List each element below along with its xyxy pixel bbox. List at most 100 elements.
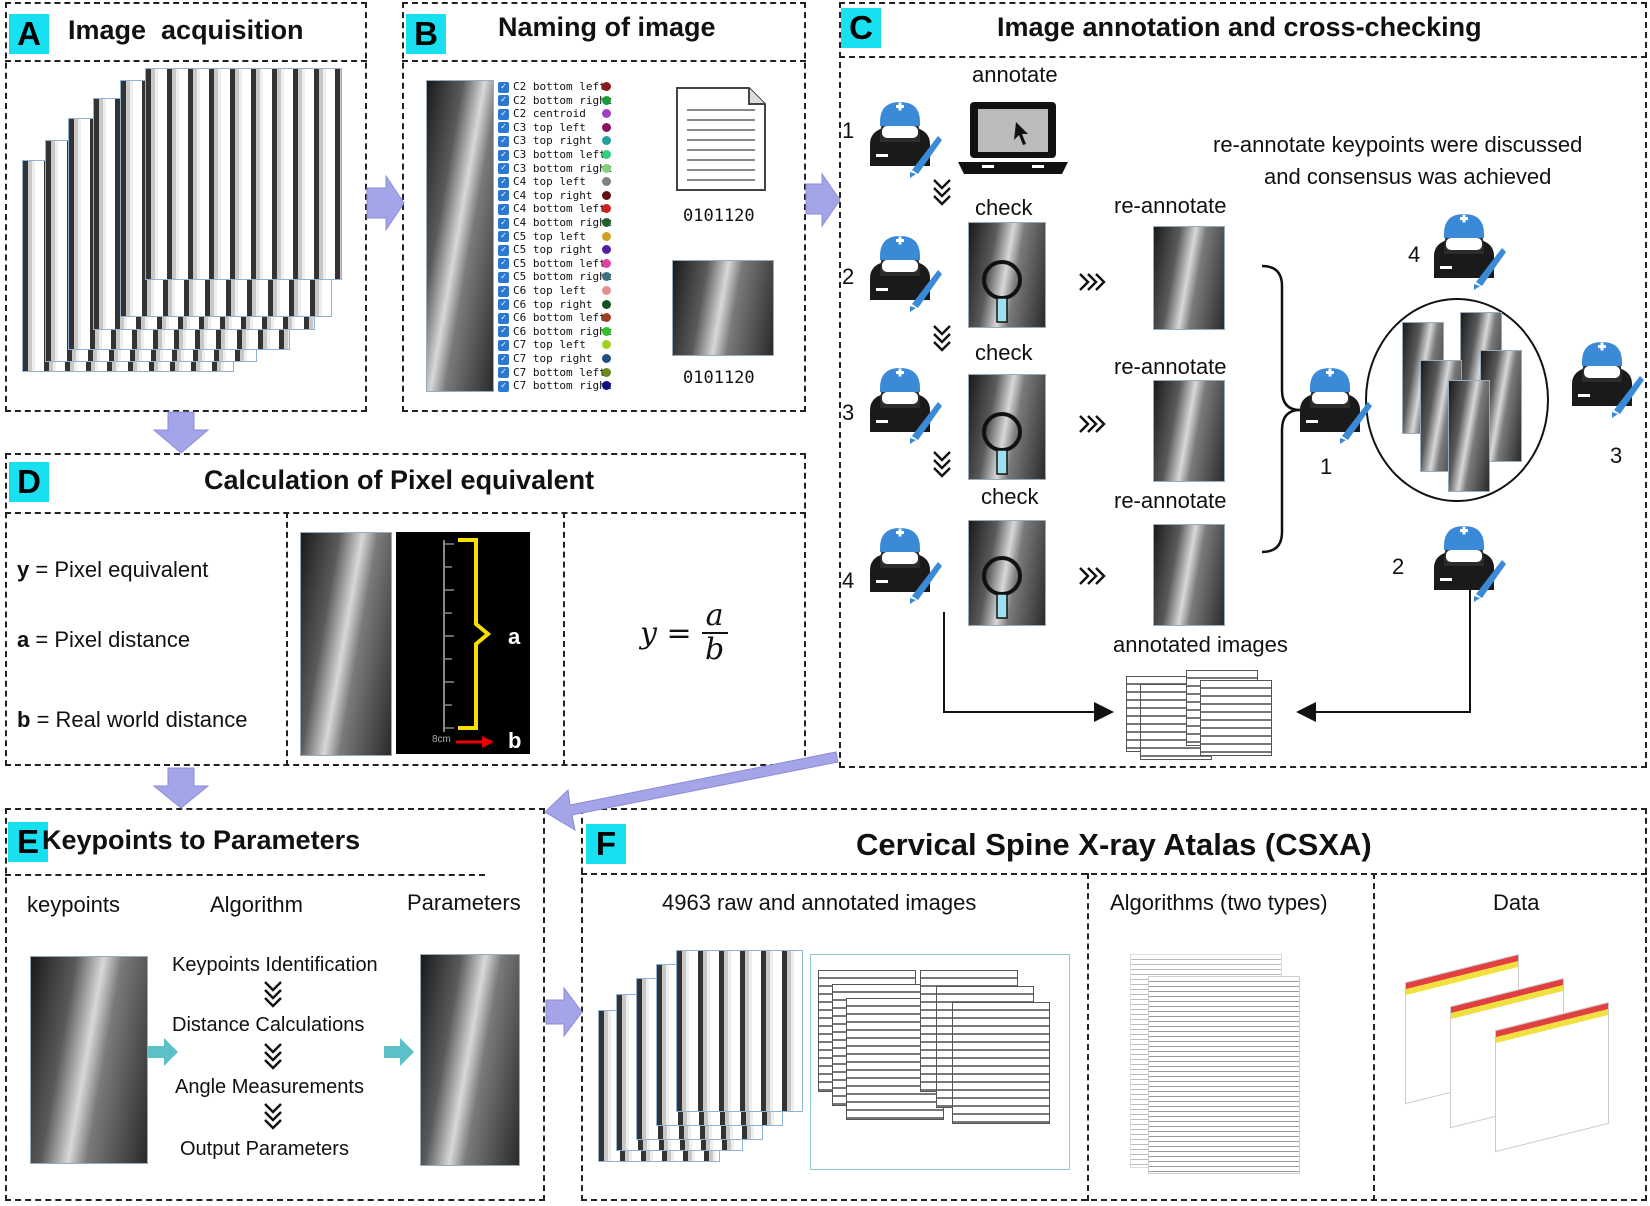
keypoint-color-dot (602, 122, 611, 132)
checkbox-icon[interactable]: ✓ (498, 326, 509, 338)
annotate-label: annotate (972, 62, 1058, 87)
document-file-name: 0101120 (683, 206, 755, 226)
checkbox-icon[interactable]: ✓ (498, 258, 509, 270)
checkbox-icon[interactable]: ✓ (498, 367, 509, 379)
keypoint-label: ✓ C7 top right (498, 352, 611, 366)
keypoint-color-dot (602, 95, 611, 105)
checkbox-icon[interactable]: ✓ (498, 190, 509, 202)
panel-d-divider-2 (563, 512, 565, 766)
keypoint-name: C4 top right (513, 188, 593, 202)
algorithm-step-2: Distance Calculations (172, 1014, 365, 1036)
keypoint-label: ✓ C5 bottom right (498, 270, 612, 284)
y-definition: y = Pixel equivalent (17, 557, 209, 582)
circle-number-3: 3 (1610, 443, 1623, 468)
check-label-1: check (975, 195, 1033, 220)
keypoint-color-dot (602, 218, 611, 227)
ruler-label-b: b (508, 728, 522, 753)
re-annotate-label-2: re-annotate (1114, 354, 1227, 379)
panel-c-letter: C (841, 8, 881, 48)
checkbox-icon[interactable]: ✓ (498, 135, 509, 147)
keypoint-label: ✓C4 bottom left (498, 202, 611, 216)
keypoint-name: C3 bottom left (513, 148, 606, 161)
keypoint-name: C7 bottom left (513, 365, 606, 379)
keypoint-color-dot (602, 245, 611, 255)
circle-number-2: 2 (1392, 554, 1405, 579)
keypoint-name: C6 top left (513, 284, 586, 297)
checkbox-icon[interactable]: ✓ (498, 81, 509, 93)
ruler-unit-label: 8cm (432, 734, 451, 745)
checkbox-icon[interactable]: ✓ (498, 299, 509, 311)
panel-e-title: Keypoints to Parameters (42, 825, 361, 855)
panel-naming-of-image (402, 2, 806, 412)
keypoint-name: C5 bottom right (513, 270, 613, 284)
checkbox-icon[interactable]: ✓ (498, 285, 509, 297)
keypoint-label: ✓ C5 top left (498, 229, 611, 244)
checkbox-icon[interactable]: ✓ (498, 353, 509, 365)
panel-e-letter: E (8, 822, 48, 862)
consensus-line-1: re-annotate keypoints were discussed (1213, 132, 1583, 157)
keypoint-label: ✓C3 top right (498, 134, 611, 148)
keypoint-name: C7 top left (513, 338, 586, 352)
f-subtitle-images: 4963 raw and annotated images (662, 890, 977, 915)
checkbox-icon[interactable]: ✓ (498, 203, 509, 215)
re-annotate-label-1: re-annotate (1114, 193, 1227, 218)
keypoint-name: C5 top left (513, 229, 586, 243)
keypoint-label: ✓ C7 top left (498, 338, 611, 352)
panel-e-header-divider (5, 874, 485, 876)
keypoint-color-dot (602, 163, 611, 173)
consensus-line-2: and consensus was achieved (1264, 164, 1552, 189)
panel-b-title: Naming of image (498, 12, 716, 42)
annotated-images-label: annotated images (1113, 632, 1288, 657)
check-label-3: check (981, 484, 1039, 509)
panel-b-header-divider (402, 60, 806, 62)
keypoint-label: ✓C5 bottom left (498, 257, 611, 271)
checkbox-icon[interactable]: ✓ (498, 163, 509, 175)
checkbox-icon[interactable]: ✓ (498, 122, 509, 134)
keypoint-name: C7 top right (513, 352, 593, 365)
keypoint-label: ✓ C3 bottom left (498, 148, 611, 162)
checkbox-icon[interactable]: ✓ (498, 95, 509, 107)
checkbox-icon[interactable]: ✓ (498, 312, 509, 324)
keypoint-color-dot (602, 204, 611, 214)
keypoint-color-dot (602, 231, 611, 241)
laptop-icon (958, 100, 1068, 176)
ruler-panel (396, 532, 530, 754)
keypoint-color-dot (602, 313, 611, 323)
keypoint-name: C6 bottom left (513, 311, 606, 325)
col-parameters: Parameters (407, 890, 521, 915)
checkbox-icon[interactable]: ✓ (498, 231, 509, 243)
panel-annotation-cross-checking (839, 2, 1647, 768)
keypoint-label: ✓C4 bottom right (498, 216, 612, 230)
annotated-xray-thumbnail (426, 80, 494, 392)
checkbox-icon[interactable]: ✓ (498, 108, 509, 120)
circle-number-4: 4 (1408, 242, 1421, 267)
checkbox-icon[interactable]: ✓ (498, 271, 509, 283)
keypoint-color-dot (602, 150, 611, 159)
panel-pixel-equivalent (5, 453, 806, 766)
checkbox-icon[interactable]: ✓ (498, 339, 509, 351)
a-definition: a = Pixel distance (17, 627, 191, 652)
keypoint-label: ✓C3 top left (498, 121, 611, 135)
keypoint-label: ✓ C6 top left (498, 284, 611, 298)
checkbox-icon[interactable]: ✓ (498, 380, 509, 392)
checkbox-icon[interactable]: ✓ (498, 244, 509, 256)
checkbox-icon[interactable]: ✓ (498, 149, 509, 161)
keypoint-label: ✓C2 bottom right (498, 94, 612, 108)
keypoint-color-dot (602, 286, 611, 295)
keypoint-color-dot (602, 381, 611, 391)
panel-keypoints-to-parameters (5, 808, 545, 1201)
keypoint-name: C6 bottom right (513, 324, 613, 338)
panel-csxa (581, 808, 1647, 1201)
keypoints-xray (30, 956, 148, 1164)
keypoint-name: C3 bottom right (513, 161, 613, 175)
keypoint-name: C4 top left (513, 175, 586, 189)
keypoint-label: ✓ C7 bottom left (498, 365, 611, 380)
circle-number-1: 1 (1320, 454, 1333, 479)
checkbox-icon[interactable]: ✓ (498, 176, 509, 188)
checkbox-icon[interactable]: ✓ (498, 217, 509, 229)
keypoint-name: C2 bottom left (513, 80, 606, 93)
panel-c-title: Image annotation and cross-checking (997, 12, 1482, 42)
consensus-circle (1365, 298, 1549, 502)
panel-f-divider-1 (1087, 873, 1089, 1201)
document-icon (675, 86, 767, 192)
